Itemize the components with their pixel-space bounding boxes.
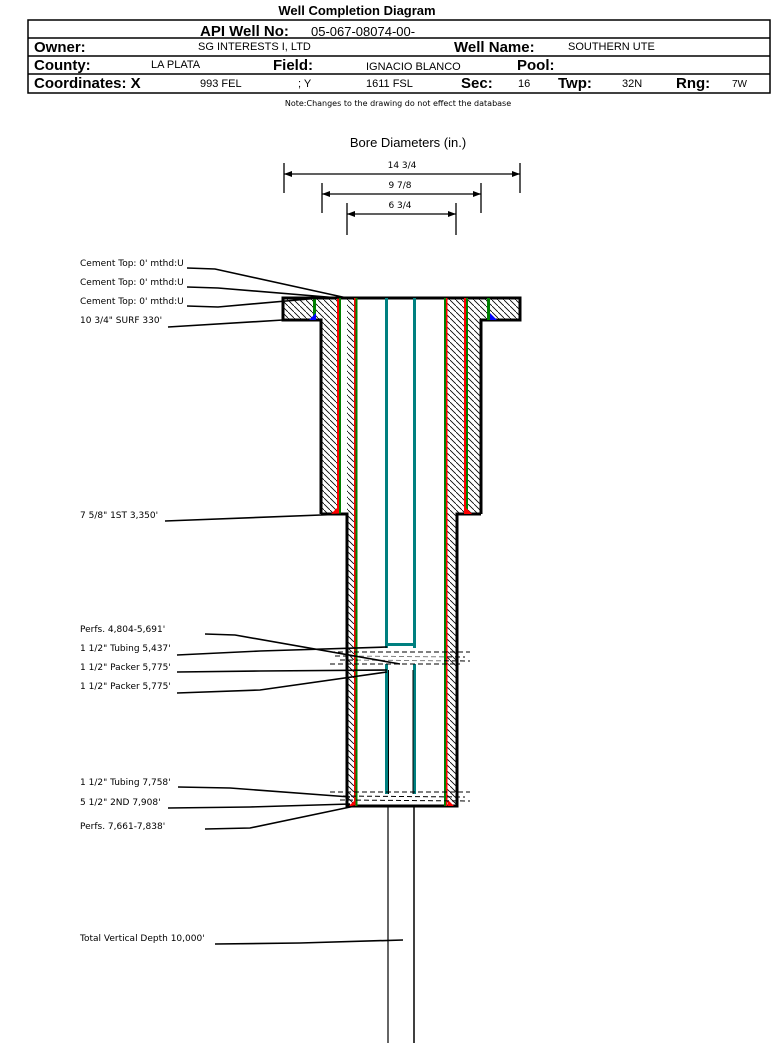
label-cement-top-1: Cement Top: 0' mthd:U xyxy=(80,259,184,269)
bore-title: Bore Diameters (in.) xyxy=(350,135,466,150)
packer xyxy=(385,643,416,646)
label-packer-1: 1 1/2" Packer 5,775' xyxy=(80,663,171,673)
label-second-casing: 5 1/2" 2ND 7,908' xyxy=(80,798,161,808)
tubing-left xyxy=(385,298,388,648)
label-packer-2: 1 1/2" Packer 5,775' xyxy=(80,682,171,692)
bore-diameter-3: 6 3/4 xyxy=(388,201,411,211)
wellbore xyxy=(281,296,522,1043)
header-table: API Well No: 05-067-08074-00- Owner: SG … xyxy=(27,19,771,94)
owner-label: Owner: xyxy=(34,39,86,56)
bore-diameters: Bore Diameters (in.) 14 3/4 9 7/8 6 3/4 xyxy=(283,135,521,235)
rng-label: Rng: xyxy=(676,75,710,92)
sec-value: 16 xyxy=(518,78,530,90)
pool-label: Pool: xyxy=(517,57,555,74)
label-tubing-lower: 1 1/2" Tubing 7,758' xyxy=(80,778,171,788)
coordinates-label: Coordinates: X xyxy=(34,75,141,92)
twp-label: Twp: xyxy=(558,75,592,92)
label-cement-top-3: Cement Top: 0' mthd:U xyxy=(80,297,184,307)
y-coordinate-value: 1611 FSL xyxy=(366,78,413,90)
field-value: IGNACIO BLANCO xyxy=(366,61,461,73)
twp-value: 32N xyxy=(622,78,642,90)
label-cement-top-2: Cement Top: 0' mthd:U xyxy=(80,278,184,288)
well-name-value: SOUTHERN UTE xyxy=(568,41,655,53)
bore-diameter-2: 9 7/8 xyxy=(388,181,411,191)
api-value: 05-067-08074-00- xyxy=(311,24,415,39)
label-perfs-upper: Perfs. 4,804-5,691' xyxy=(80,625,165,635)
sec-label: Sec: xyxy=(461,75,493,92)
county-label: County: xyxy=(34,57,91,74)
api-label: API Well No: xyxy=(200,23,289,40)
label-perfs-lower: Perfs. 7,661-7,838' xyxy=(80,822,165,832)
label-surface-casing: 10 3/4" SURF 330' xyxy=(80,316,162,326)
diagram-title: Well Completion Diagram xyxy=(278,3,435,18)
x-coordinate-value: 993 FEL xyxy=(200,78,242,90)
field-label: Field: xyxy=(273,57,313,74)
well-name-label: Well Name: xyxy=(454,39,535,56)
owner-value: SG INTERESTS I, LTD xyxy=(198,41,311,53)
leader-lines xyxy=(164,267,404,945)
bore-diameter-1: 14 3/4 xyxy=(388,161,417,171)
tubing-right xyxy=(413,298,416,648)
perforations-lower xyxy=(330,791,471,802)
rng-value: 7W xyxy=(732,79,748,90)
label-tubing-upper: 1 1/2" Tubing 5,437' xyxy=(80,644,171,654)
label-first-casing: 7 5/8" 1ST 3,350' xyxy=(80,511,158,521)
county-value: LA PLATA xyxy=(151,59,201,71)
y-coordinate-label: ; Y xyxy=(298,78,312,90)
label-total-depth: Total Vertical Depth 10,000' xyxy=(79,934,205,944)
note-text: Note:Changes to the drawing do not effec… xyxy=(285,99,511,108)
